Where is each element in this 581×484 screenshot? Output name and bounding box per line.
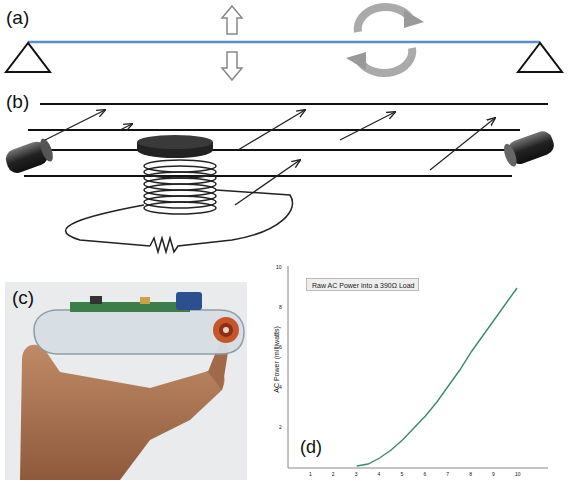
panel-d-chart: [288, 266, 548, 468]
tick-label: 9: [492, 472, 495, 477]
panel-c-photo: [5, 282, 247, 480]
panel-letter: (a): [6, 8, 29, 27]
panel-letter: (c): [12, 288, 34, 307]
tick-label: 2: [279, 425, 282, 430]
panel-letter: (d): [300, 438, 322, 456]
tick-label: 6: [279, 345, 282, 350]
tick-label: 4: [378, 472, 381, 477]
tick-label: 8: [279, 305, 282, 310]
tick-label: 2: [332, 472, 335, 477]
axis-title: AC Power (milliwatts): [272, 326, 279, 393]
chart-title: Raw AC Power into a 390Ω Load: [312, 282, 413, 289]
tick-label: 3: [355, 472, 358, 477]
tick-label: 1: [309, 472, 312, 477]
chart-title-box: Raw AC Power into a 390Ω Load: [306, 278, 419, 291]
panel-b: [3, 104, 557, 252]
tick-label: 10: [276, 265, 282, 270]
tick-label: 7: [446, 472, 449, 477]
panel-a: [6, 6, 562, 80]
tick-label: 5: [401, 472, 404, 477]
tick-label: 4: [279, 385, 282, 390]
panel-letter: (b): [6, 92, 29, 111]
tick-label: 8: [469, 472, 472, 477]
tick-label: 10: [515, 472, 521, 477]
tick-label: 6: [423, 472, 426, 477]
